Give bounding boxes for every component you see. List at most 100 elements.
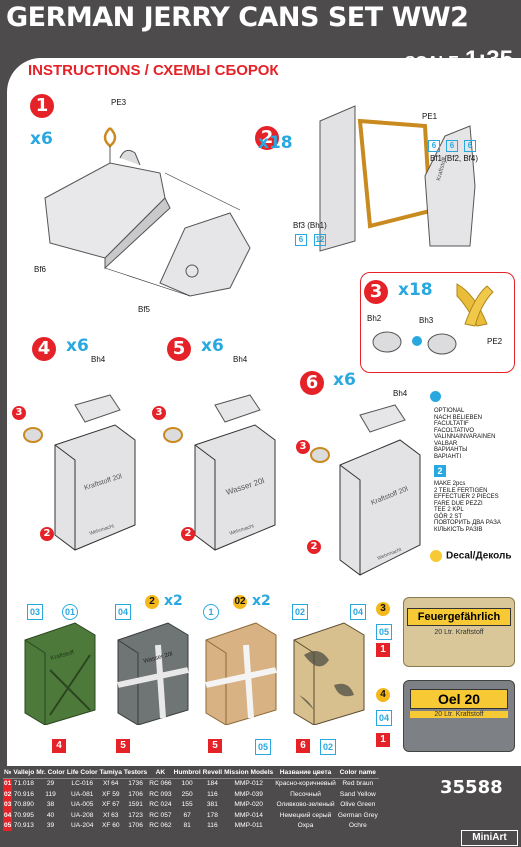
table-cell: 70.995 bbox=[13, 811, 34, 819]
optional-line: VALBAR bbox=[434, 440, 458, 447]
color-callout: 1 bbox=[376, 733, 390, 747]
oel-sub: 20 Ltr. Kraftstoff bbox=[410, 711, 508, 718]
table-cell: 40 bbox=[46, 811, 55, 819]
part-pe1: PE1 bbox=[422, 112, 438, 121]
step-4-qty: x6 bbox=[66, 336, 89, 356]
col-header: Life Color bbox=[65, 767, 99, 779]
optional-line: VALINNAINVARAINEN bbox=[434, 434, 496, 440]
table-cell: 1736 bbox=[128, 780, 143, 788]
optional-line: FACOLTATIVO bbox=[434, 427, 475, 434]
step-6-ref-3: 3 bbox=[296, 440, 310, 454]
step-5-badge: 5 bbox=[167, 337, 191, 361]
rotate-icon bbox=[412, 336, 422, 346]
can-body bbox=[24, 622, 96, 725]
table-cell: RC 062 bbox=[149, 822, 172, 830]
col-header: Vallejo bbox=[12, 767, 36, 779]
table-cell: 116 bbox=[207, 790, 218, 798]
col-header: Color name bbox=[336, 767, 379, 779]
table-cell: RC 093 bbox=[149, 790, 172, 798]
green-can: Kraftstoff bbox=[24, 622, 96, 725]
table-cell: 1591 bbox=[128, 801, 143, 809]
col-header: Tamiya bbox=[98, 767, 123, 779]
decal-label: Decal/Деколь bbox=[446, 550, 512, 562]
table-cell: XF 59 bbox=[101, 790, 120, 798]
row-number: 04 bbox=[3, 810, 13, 821]
make-line: TEE 2 KPL bbox=[434, 507, 464, 513]
alt-count-2: 6 bbox=[446, 140, 458, 152]
table-cell: Red braun bbox=[342, 780, 374, 788]
table-cell: UA-005 bbox=[71, 801, 94, 809]
make-line: 2 TEILE FERTIGEN bbox=[434, 487, 488, 494]
page-title: GERMAN JERRY CANS SET WW2 bbox=[6, 2, 469, 33]
step-3-drawing bbox=[372, 283, 494, 355]
row-number: 01 bbox=[3, 778, 13, 789]
color-callout: 02 bbox=[320, 739, 336, 755]
step-2-badge: 2 bbox=[255, 126, 279, 150]
handle bbox=[359, 404, 406, 433]
step-6-qty: x6 bbox=[333, 370, 356, 390]
table-cell: UA-208 bbox=[71, 811, 94, 819]
white-cross bbox=[205, 644, 277, 719]
panel-handle-hole bbox=[185, 264, 199, 278]
table-cell: MMP-014 bbox=[234, 811, 263, 819]
decal-qty: x2 bbox=[164, 593, 183, 609]
table-cell: Xf 63 bbox=[103, 811, 119, 819]
sand-can bbox=[205, 622, 277, 725]
decal-callout: 02 bbox=[233, 595, 247, 609]
feuer-can: Feuergefährlich 20 Ltr. Kraftstoff bbox=[403, 597, 515, 667]
step-3-qty: x18 bbox=[398, 280, 433, 300]
camo-can bbox=[293, 622, 365, 725]
make-line: EFFECTUER 2 PIECES bbox=[434, 494, 499, 500]
make-line: КІЛЬКІСТЬ РАЗІВ bbox=[434, 526, 483, 533]
feuer-decal: Feuergefährlich bbox=[407, 608, 511, 626]
can-half-body bbox=[44, 162, 166, 259]
table-cell: Оливково-зеленый bbox=[276, 801, 335, 809]
table-cell: 71.018 bbox=[13, 780, 34, 788]
scale-value: 1:35 bbox=[464, 46, 513, 73]
table-cell: 29 bbox=[46, 780, 55, 788]
color-callout: 04 bbox=[115, 604, 131, 620]
table-cell: Немецкий серый bbox=[279, 811, 332, 819]
can-body bbox=[117, 622, 189, 725]
decal-dot-icon bbox=[430, 550, 442, 562]
white-cross bbox=[117, 644, 189, 719]
color-callout: 5 bbox=[116, 739, 130, 753]
step-3-badge: 3 bbox=[364, 280, 388, 304]
can-body bbox=[293, 622, 365, 725]
table-cell: MMP-012 bbox=[234, 780, 263, 788]
col-header: Humbrol bbox=[172, 767, 202, 779]
table-cell: 67 bbox=[183, 811, 191, 819]
step-4-can: Kraftstoff 20l Wehrmacht bbox=[23, 394, 136, 551]
step-6-badge: 6 bbox=[300, 371, 324, 395]
alt-count-4: 6 bbox=[295, 234, 307, 246]
table-cell: 70.916 bbox=[13, 790, 34, 798]
can-side-panel bbox=[159, 212, 251, 297]
table-cell: MMP-020 bbox=[234, 801, 263, 809]
paint-table-header: № Vallejo Mr. Color Life Color Tamiya Te… bbox=[3, 767, 379, 779]
part-pe2: PE2 bbox=[487, 337, 503, 346]
part-bf1: Bf1 (Bf2, Bf4) bbox=[430, 154, 479, 163]
leader-line bbox=[104, 267, 191, 297]
can-edge bbox=[205, 639, 227, 725]
color-callout: 05 bbox=[255, 739, 271, 755]
pe2-strap bbox=[456, 283, 488, 327]
pe3-handle bbox=[103, 127, 117, 148]
step-5-ref-3: 3 bbox=[152, 406, 166, 420]
optional-line: NACH BELIEBEN bbox=[434, 414, 483, 421]
step-5-can: Wasser 20l Wehrmacht bbox=[163, 394, 276, 551]
leader-line bbox=[164, 172, 241, 211]
can-edge bbox=[339, 464, 361, 575]
color-callout: 03 bbox=[27, 604, 43, 620]
table-cell: 155 bbox=[181, 801, 193, 809]
can-edge bbox=[24, 639, 46, 725]
table-cell: 81 bbox=[183, 822, 191, 830]
part-bh4: Bh4 bbox=[393, 389, 408, 398]
table-cell: Песочный bbox=[290, 790, 321, 798]
oel-can: Oel 20 20 Ltr. Kraftstoff bbox=[403, 680, 515, 752]
handle bbox=[74, 394, 121, 423]
step-6-can: Kraftstoff 20l Wehrmacht bbox=[310, 404, 421, 576]
feuer-sub: 20 Ltr. Kraftstoff bbox=[434, 629, 484, 636]
